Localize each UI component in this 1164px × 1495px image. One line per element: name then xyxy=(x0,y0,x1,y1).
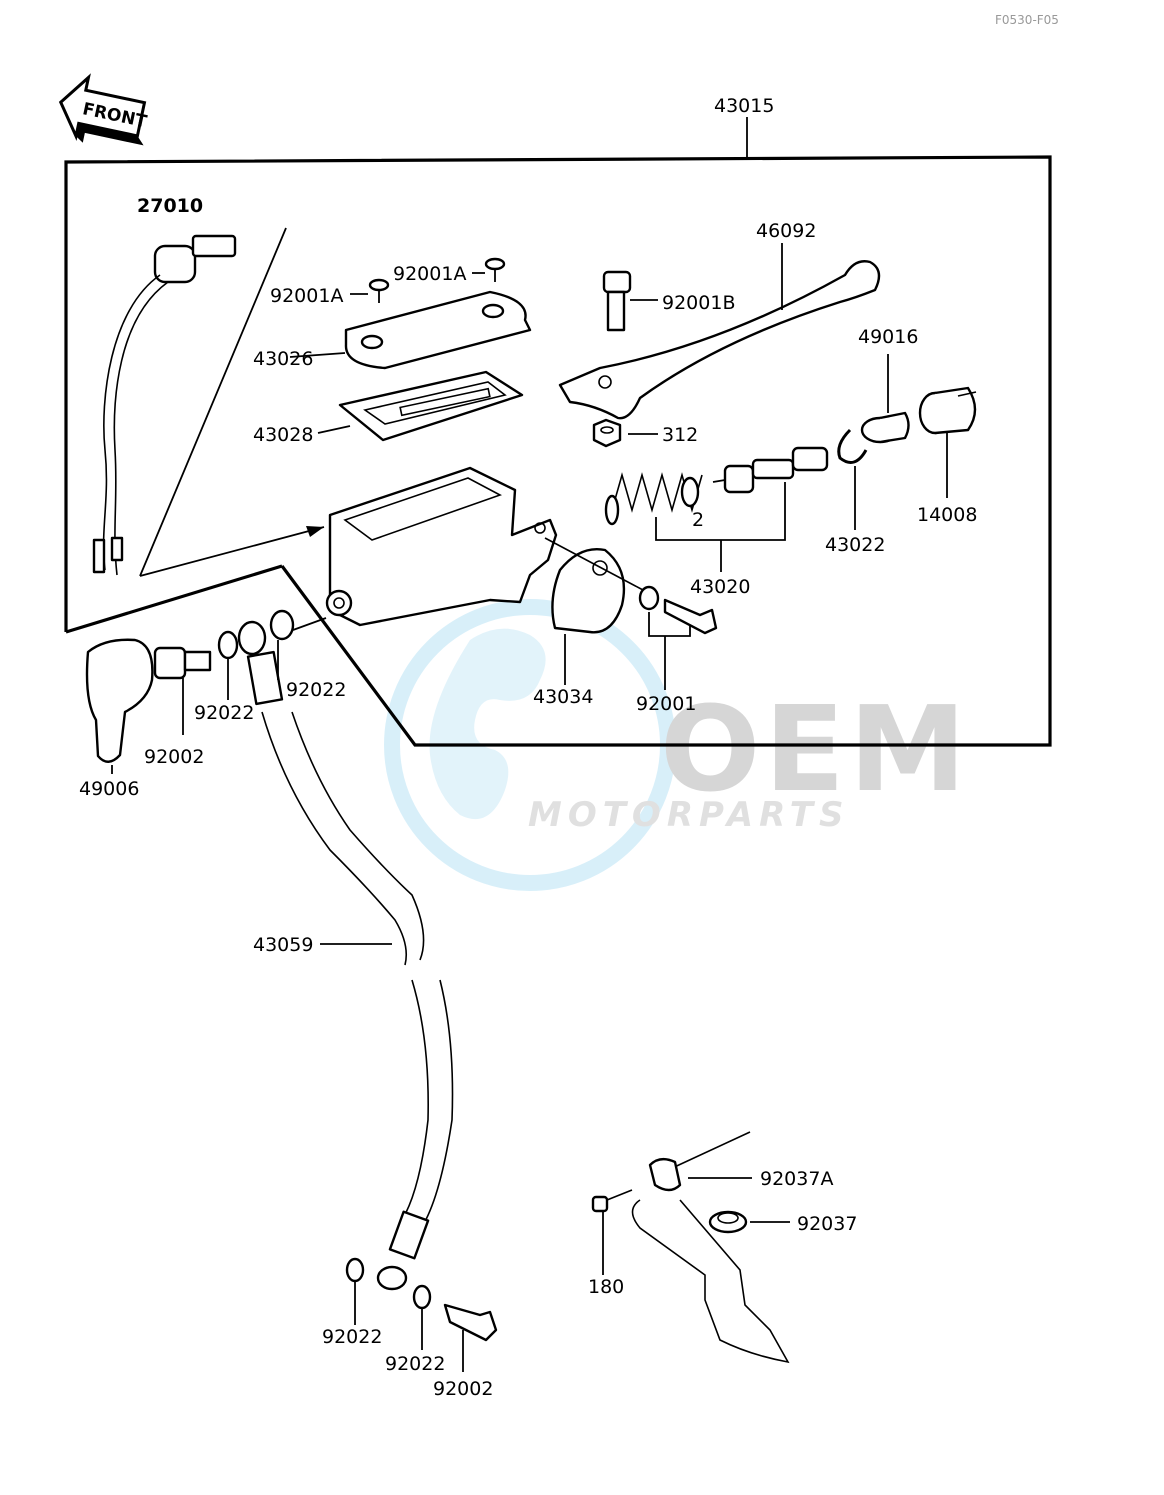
piston-assembly-43020 xyxy=(604,446,829,572)
label-2: 2 xyxy=(692,509,704,531)
watermark-brand: OEM xyxy=(660,680,970,818)
label-92001A-left: 92001A xyxy=(270,285,343,307)
watermark-subtitle: MOTORPARTS xyxy=(528,795,849,835)
label-92022-a: 92022 xyxy=(286,679,346,701)
screw-92001A-right xyxy=(472,257,506,282)
reservoir-cap-43026 xyxy=(289,290,532,370)
cap-49006 xyxy=(85,638,154,774)
label-43028: 43028 xyxy=(253,424,313,446)
label-92022-c: 92022 xyxy=(322,1326,382,1348)
label-312: 312 xyxy=(662,424,698,446)
label-43034: 43034 xyxy=(533,686,593,708)
banjo-bolt-92002-upper xyxy=(153,646,212,735)
page-code: F0530-F05 xyxy=(995,13,1059,27)
master-cylinder-body xyxy=(292,466,558,631)
banjo-fitting-upper xyxy=(217,609,295,706)
lever-46092 xyxy=(558,243,881,420)
label-92037: 92037 xyxy=(797,1213,857,1235)
brake-switch-27010 xyxy=(92,227,325,577)
diaphragm-43028 xyxy=(317,370,524,442)
callout-labels: 43015 27010 92001A 92001A 43026 43028 92… xyxy=(79,95,977,1400)
label-43059: 43059 xyxy=(253,934,313,956)
label-92022-d: 92022 xyxy=(385,1353,445,1375)
circlip-43022 xyxy=(837,428,868,530)
cover-14008 xyxy=(918,386,977,498)
label-43015: 43015 xyxy=(714,95,774,117)
label-43020: 43020 xyxy=(690,576,750,598)
front-arrow-icon: FRONT xyxy=(58,73,149,146)
screw-92001A-left xyxy=(350,278,390,303)
watermark: OEM MOTORPARTS xyxy=(384,599,970,891)
lower-fittings xyxy=(345,1257,498,1372)
label-46092: 46092 xyxy=(756,220,816,242)
boot-49016 xyxy=(860,354,910,444)
label-92022-b: 92022 xyxy=(194,702,254,724)
label-49006: 49006 xyxy=(79,778,139,800)
bolt-92001 xyxy=(544,537,718,690)
label-92001A-right: 92001A xyxy=(393,263,466,285)
label-43026: 43026 xyxy=(253,348,313,370)
label-180: 180 xyxy=(588,1276,624,1298)
label-92037A: 92037A xyxy=(760,1168,833,1190)
brake-hose-43059 xyxy=(261,711,454,1291)
bracket-assembly xyxy=(591,1131,790,1364)
clamp-43034 xyxy=(551,548,626,685)
nut-312 xyxy=(592,418,658,448)
label-92001B: 92001B xyxy=(662,292,735,314)
label-92002-upper: 92002 xyxy=(144,746,204,768)
pivot-bolt-92001B xyxy=(602,270,658,332)
kit-outline xyxy=(64,117,1052,747)
label-27010: 27010 xyxy=(137,195,203,217)
label-49016: 49016 xyxy=(858,326,918,348)
label-92001: 92001 xyxy=(636,693,696,715)
label-92002-lower: 92002 xyxy=(433,1378,493,1400)
label-14008: 14008 xyxy=(917,504,977,526)
label-43022: 43022 xyxy=(825,534,885,556)
